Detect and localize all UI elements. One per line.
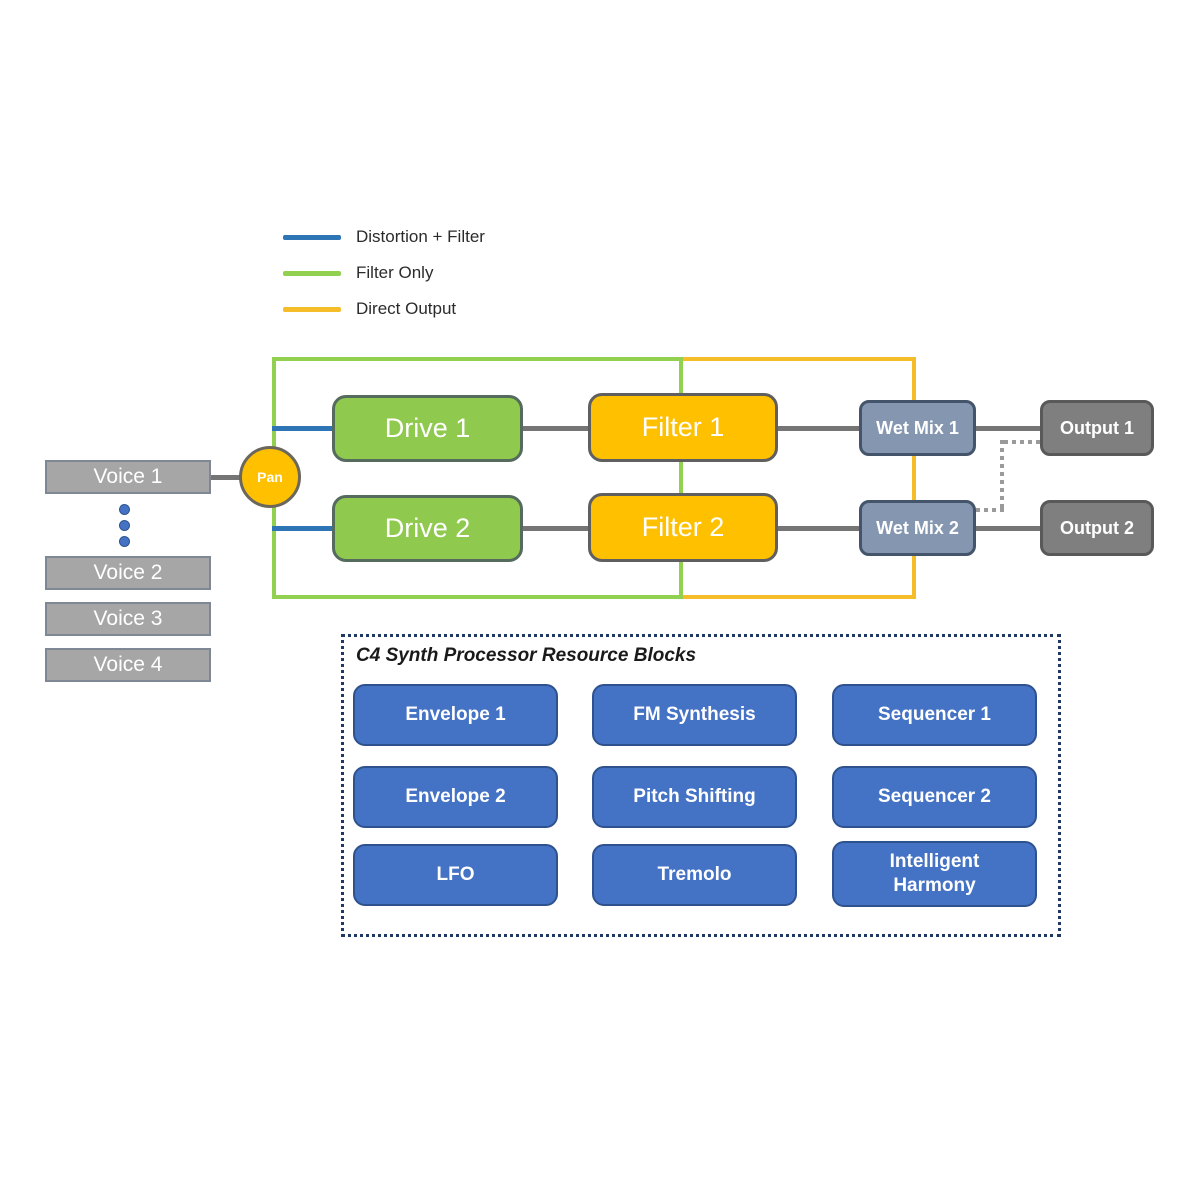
- resource-block-envelope-2: Envelope 2: [353, 766, 558, 828]
- voice-label: Voice 2: [93, 561, 163, 584]
- voice-ellipsis-dot: [119, 504, 130, 515]
- legend-item-direct-output: Direct Output: [283, 298, 456, 320]
- legend-label: Filter Only: [356, 263, 434, 282]
- connector-pan-drive1-blue: [272, 426, 332, 431]
- resource-block-label: Envelope 2: [405, 786, 506, 808]
- legend-label: Direct Output: [356, 299, 457, 318]
- voice-2-block: Voice 2: [45, 556, 211, 590]
- filter-label: Filter 1: [641, 412, 725, 442]
- filter-2-block: Filter 2: [588, 493, 778, 562]
- direct-output-path-outline: [683, 357, 916, 599]
- voice-3-block: Voice 3: [45, 602, 211, 636]
- legend-item-filter-only: Filter Only: [283, 262, 433, 284]
- wet-mix-label: Wet Mix 2: [876, 517, 959, 538]
- resource-block-sequencer-2: Sequencer 2: [832, 766, 1037, 828]
- legend-line-green: [283, 270, 341, 276]
- voice-label: Voice 3: [93, 607, 163, 630]
- connector-pan-drive2-blue: [272, 526, 332, 531]
- dotted-connector-vertical-segment: [1000, 440, 1004, 512]
- connector-wetmix2-output2: [976, 526, 1040, 531]
- wet-mix-label: Wet Mix 1: [876, 417, 959, 438]
- filter-label: Filter 2: [641, 512, 725, 542]
- output-1-block: Output 1: [1040, 400, 1154, 456]
- connector-wetmix1-output1: [976, 426, 1040, 431]
- connector-filter2-wetmix2: [778, 526, 861, 531]
- output-label: Output 2: [1060, 517, 1134, 538]
- resource-block-fm-synthesis: FM Synthesis: [592, 684, 797, 746]
- pan-node: Pan: [239, 446, 301, 508]
- connector-filter1-wetmix1: [778, 426, 861, 431]
- resource-block-label: Sequencer 2: [878, 786, 991, 808]
- resource-block-label: FM Synthesis: [633, 704, 756, 726]
- resource-block-tremolo: Tremolo: [592, 844, 797, 906]
- drive-label: Drive 2: [384, 513, 471, 543]
- resource-block-label: Intelligent Harmony: [889, 851, 980, 896]
- resource-block-envelope-1: Envelope 1: [353, 684, 558, 746]
- resource-block-sequencer-1: Sequencer 1: [832, 684, 1037, 746]
- output-label: Output 1: [1060, 417, 1134, 438]
- dotted-connector-output1-segment: [1004, 440, 1040, 444]
- wet-mix-2-block: Wet Mix 2: [859, 500, 976, 556]
- connector-drive1-filter1: [523, 426, 588, 431]
- legend-line-yellow: [283, 306, 341, 312]
- resource-block-lfo: LFO: [353, 844, 558, 906]
- resource-block-intelligent-harmony: Intelligent Harmony: [832, 841, 1037, 907]
- resource-block-label: LFO: [436, 864, 475, 886]
- legend-item-distortion-filter: Distortion + Filter: [283, 226, 485, 248]
- output-2-block: Output 2: [1040, 500, 1154, 556]
- resource-block-label: Sequencer 1: [878, 704, 991, 726]
- resource-block-label: Envelope 1: [405, 704, 506, 726]
- pan-label: Pan: [257, 469, 283, 485]
- resource-block-label: Pitch Shifting: [633, 786, 756, 808]
- filter-1-block: Filter 1: [588, 393, 778, 462]
- drive-2-block: Drive 2: [332, 495, 523, 562]
- voice-label: Voice 4: [93, 653, 163, 676]
- drive-label: Drive 1: [384, 413, 471, 443]
- connector-voice1-pan: [210, 475, 242, 480]
- legend-label: Distortion + Filter: [356, 227, 485, 246]
- dotted-connector-wetmix2-segment: [976, 508, 1004, 512]
- wet-mix-1-block: Wet Mix 1: [859, 400, 976, 456]
- voice-4-block: Voice 4: [45, 648, 211, 682]
- voice-label: Voice 1: [93, 465, 163, 488]
- drive-1-block: Drive 1: [332, 395, 523, 462]
- voice-ellipsis-dot: [119, 520, 130, 531]
- resource-block-label: Tremolo: [657, 864, 732, 886]
- legend-line-blue: [283, 234, 341, 240]
- connector-drive2-filter2: [523, 526, 588, 531]
- resource-block-pitch-shifting: Pitch Shifting: [592, 766, 797, 828]
- voice-ellipsis-dot: [119, 536, 130, 547]
- voice-1-block: Voice 1: [45, 460, 211, 494]
- resource-panel-title: C4 Synth Processor Resource Blocks: [356, 645, 697, 666]
